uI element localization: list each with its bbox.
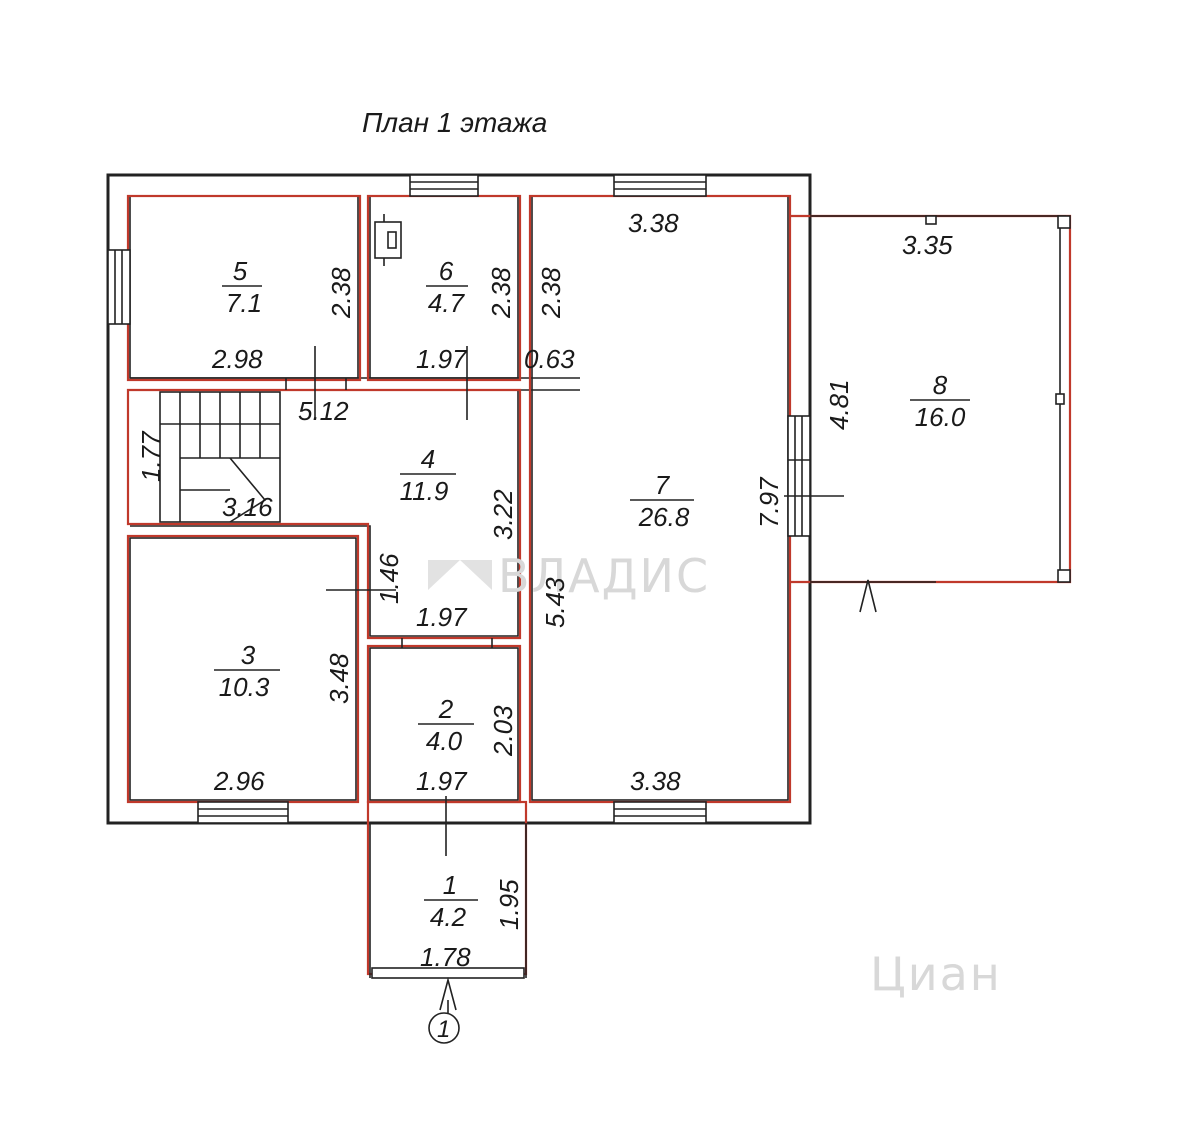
svg-text:1: 1 — [443, 870, 457, 900]
dim-r5-height: 2.38 — [326, 267, 356, 319]
room-label-1: 1 4.2 — [424, 870, 478, 932]
svg-text:4: 4 — [421, 444, 435, 474]
dim-r2-width: 1.97 — [416, 766, 468, 796]
door-marks — [285, 346, 844, 856]
dim-r7-bottom: 3.38 — [630, 766, 681, 796]
terrace — [810, 215, 1071, 583]
svg-text:4.7: 4.7 — [428, 288, 466, 318]
window-icon — [197, 801, 289, 824]
window-icon — [409, 174, 479, 197]
svg-text:7: 7 — [655, 470, 671, 500]
entrance-arrows — [439, 579, 877, 1011]
watermark-vladis-text: ВЛАДИС — [498, 549, 710, 603]
boiler-icon — [374, 214, 402, 266]
window-icon — [613, 174, 707, 197]
dimension-labels: 2.98 1.97 0.63 3.38 3.35 5.12 3.16 1.97 … — [136, 208, 953, 972]
dim-r6-height: 2.38 — [486, 267, 516, 319]
watermark-cian: Циан — [870, 947, 1002, 1001]
dim-r8-width: 3.35 — [902, 230, 953, 260]
watermark-vladis: ВЛАДИС — [428, 549, 710, 603]
dim-r4-lower-height: 1.46 — [374, 553, 404, 604]
room-label-6: 6 4.7 — [426, 256, 468, 318]
dim-r4-left: 1.77 — [136, 430, 166, 482]
svg-text:8: 8 — [933, 370, 948, 400]
section-mark: 1 — [428, 1000, 460, 1044]
dim-r4-stair: 3.16 — [222, 492, 273, 522]
dim-r4-lower-width: 1.97 — [416, 602, 468, 632]
dim-r7-top: 3.38 — [628, 208, 679, 238]
dim-r3-height: 3.48 — [324, 653, 354, 704]
svg-text:3: 3 — [241, 640, 256, 670]
section-mark-label: 1 — [437, 1016, 450, 1043]
svg-text:10.3: 10.3 — [219, 672, 270, 702]
dim-r6-width: 1.97 — [416, 344, 468, 374]
dim-corridor: 5.43 — [540, 577, 570, 628]
room-label-5: 5 7.1 — [222, 256, 262, 318]
svg-text:26.8: 26.8 — [638, 502, 690, 532]
dim-r7-step: 0.63 — [524, 344, 575, 374]
svg-text:5: 5 — [233, 256, 248, 286]
svg-text:7.1: 7.1 — [226, 288, 262, 318]
dim-r1-height: 1.95 — [494, 879, 524, 930]
room-label-2: 2 4.0 — [418, 694, 474, 756]
window-icon — [787, 415, 811, 537]
window-icon — [613, 801, 707, 824]
svg-text:2: 2 — [438, 694, 454, 724]
dim-r4-top: 5.12 — [298, 396, 349, 426]
dim-r7-left-height: 2.38 — [536, 267, 566, 319]
windows — [107, 174, 811, 824]
room-label-8: 8 16.0 — [910, 370, 970, 432]
dim-r8-height: 4.81 — [824, 379, 854, 430]
plan-title: План 1 этажа — [362, 107, 547, 138]
svg-text:16.0: 16.0 — [915, 402, 966, 432]
svg-text:4.0: 4.0 — [426, 726, 463, 756]
staircase — [159, 391, 281, 523]
room-label-4: 4 11.9 — [400, 444, 456, 506]
dim-r3-width: 2.96 — [213, 766, 265, 796]
svg-text:11.9: 11.9 — [400, 476, 449, 506]
svg-text:4.2: 4.2 — [430, 902, 467, 932]
dim-r5-width: 2.98 — [211, 344, 263, 374]
dim-r2-height: 2.03 — [488, 705, 518, 757]
dim-r4-height: 3.22 — [488, 489, 518, 540]
svg-text:6: 6 — [439, 256, 454, 286]
dim-r7-height: 7.97 — [754, 476, 784, 528]
dim-r1-width: 1.78 — [420, 942, 471, 972]
window-icon — [107, 249, 131, 325]
room-label-7: 7 26.8 — [630, 470, 694, 532]
room-label-3: 3 10.3 — [214, 640, 280, 702]
